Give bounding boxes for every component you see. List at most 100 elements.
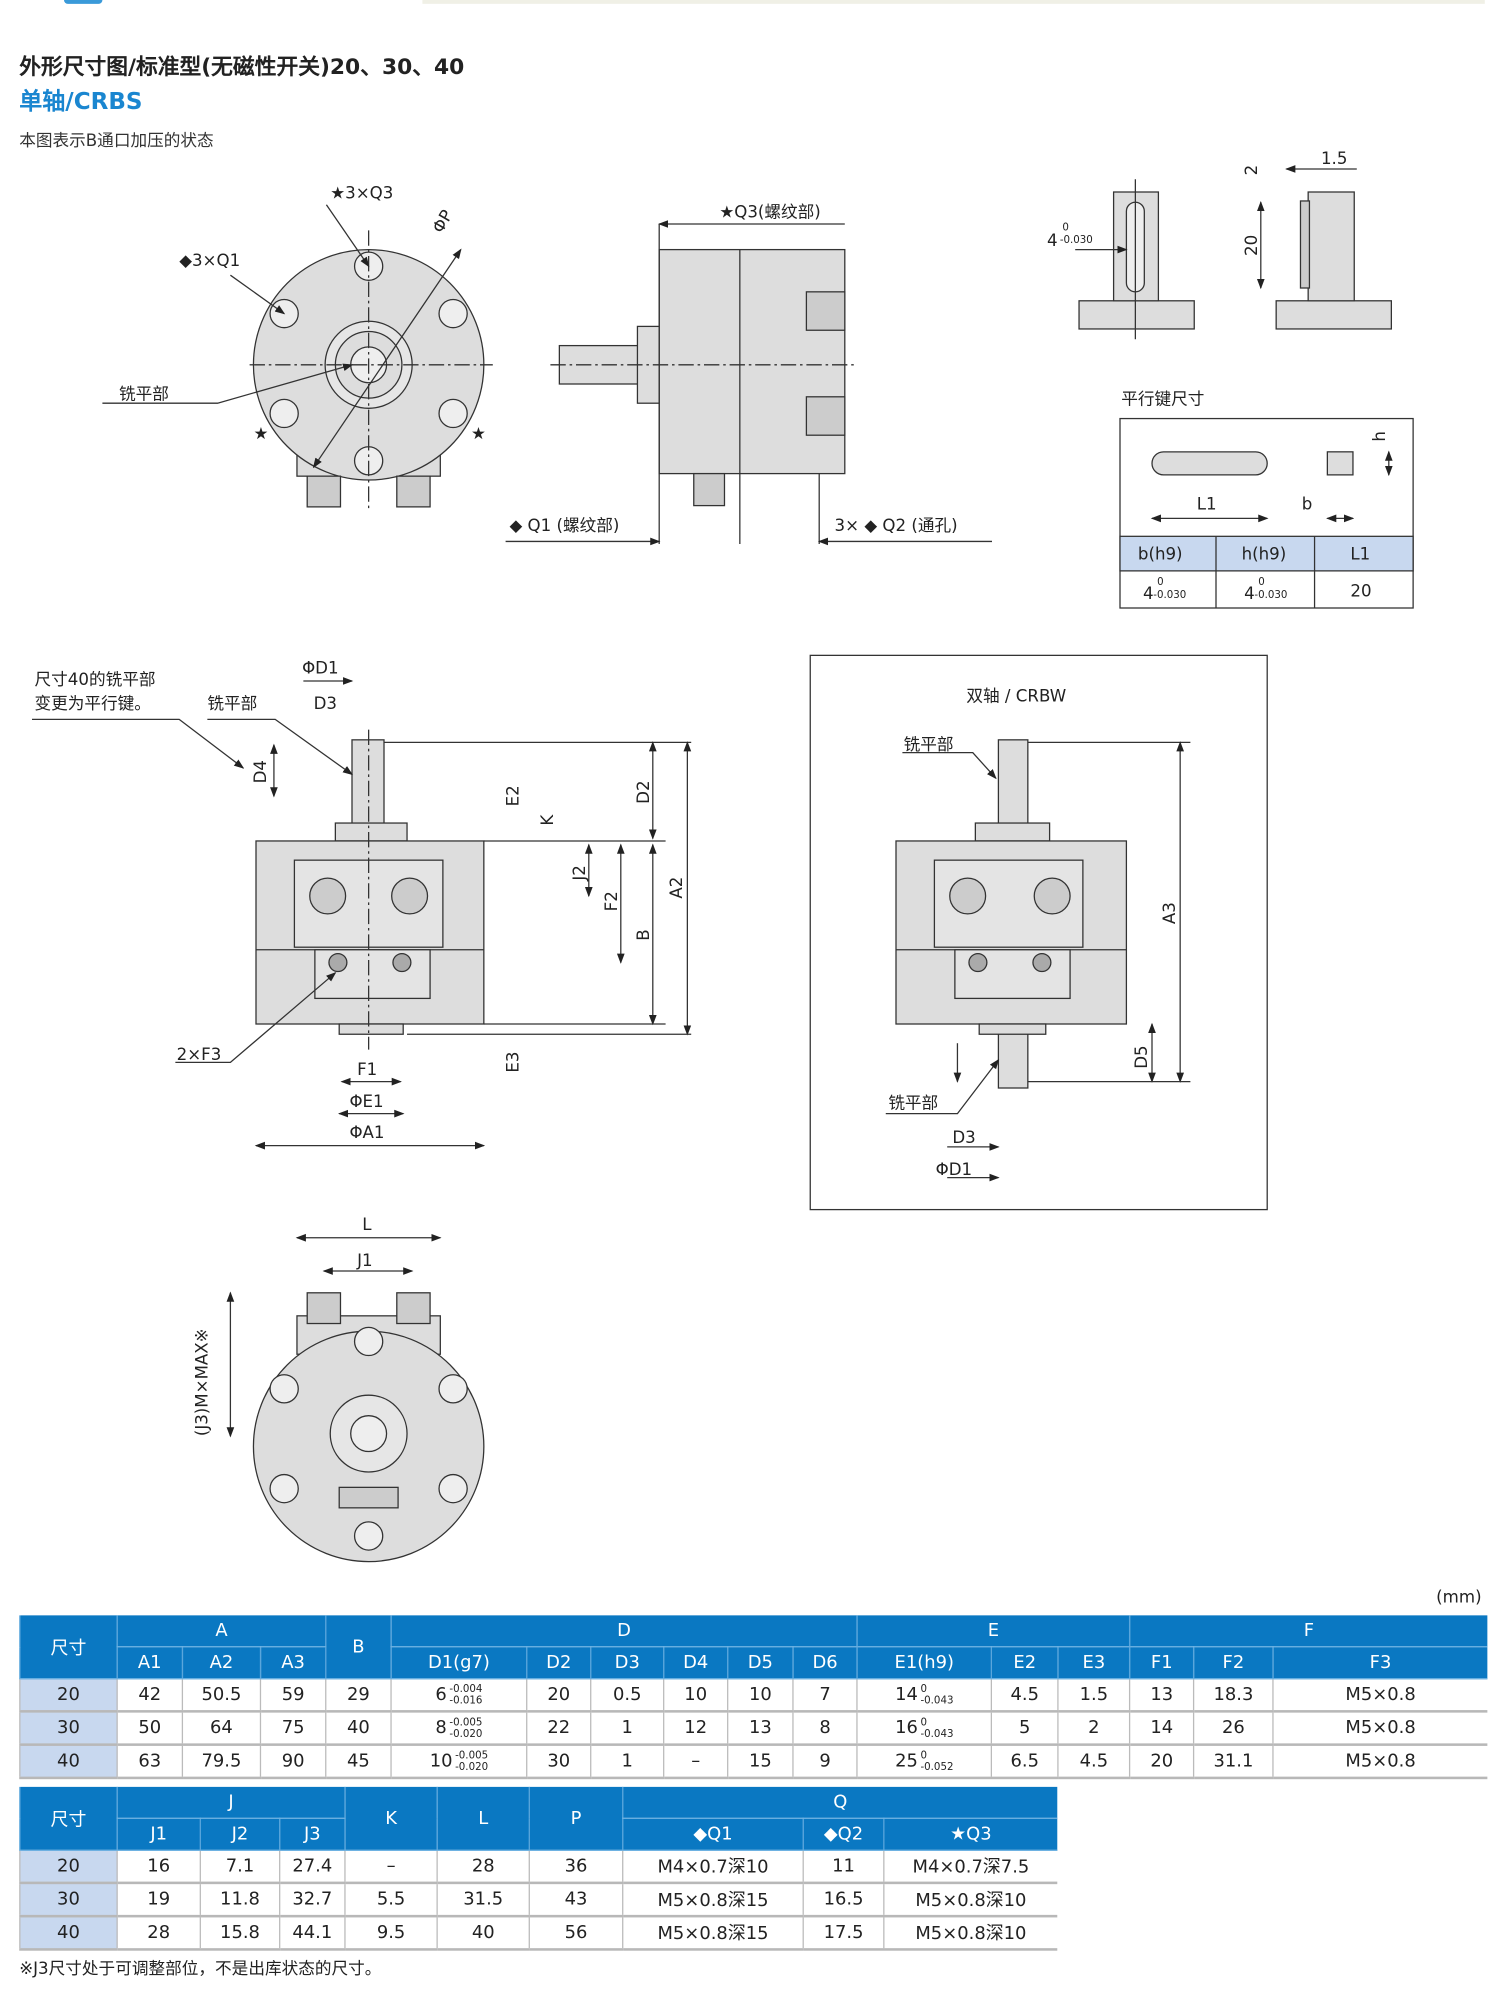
cell-q2: 16.5: [802, 1882, 884, 1918]
cell-q3: M5×0.8深10: [883, 1882, 1058, 1918]
cell-d6: 7: [792, 1678, 858, 1713]
label-p: ΦP: [429, 207, 457, 237]
cell-d4: –: [663, 1744, 728, 1780]
tolerance-lower: -0.020: [455, 1761, 489, 1773]
cell-d3: 1: [590, 1711, 664, 1746]
subheader-e2: E2: [990, 1646, 1059, 1680]
cell-e2: 6.5: [990, 1744, 1059, 1780]
tolerance: -0.005-0.020: [449, 1716, 482, 1739]
cell-a3: 75: [259, 1711, 326, 1746]
cell-j2: 11.8: [199, 1882, 280, 1918]
cell-size: 40: [19, 1744, 118, 1780]
label-ds-d3: D3: [952, 1128, 975, 1147]
key-b-upper: 0: [1157, 576, 1164, 588]
subheader-a1: A1: [116, 1646, 183, 1680]
key-length-dim: 20: [1242, 235, 1261, 256]
subheader-◆q2: ◆Q2: [802, 1818, 884, 1851]
header-l: L: [436, 1786, 530, 1851]
cell-a3: 90: [259, 1744, 326, 1780]
label-side-q2: 3× ◆ Q2 (通孔): [835, 516, 958, 535]
tolerance-value: 10: [429, 1751, 453, 1772]
bottom-view: [226, 1233, 485, 1563]
cell-d2: 22: [526, 1711, 591, 1746]
key-header-l1: L1: [1350, 544, 1370, 563]
subheader-j3: J3: [279, 1818, 345, 1851]
subheader-j1: J1: [116, 1818, 201, 1851]
subheader-a3: A3: [259, 1646, 326, 1680]
page-subtitle: 单轴/CRBS: [19, 88, 143, 116]
tolerance-value: 16: [895, 1717, 918, 1739]
cell-size: 20: [19, 1850, 118, 1885]
tolerance-upper: 0: [920, 1749, 927, 1762]
cell-d1: 10-0.005-0.020: [390, 1744, 527, 1780]
footnote: ※J3尺寸处于可调整部位，不是出库状态的尺寸。: [19, 1959, 382, 1979]
subheader-d4: D4: [663, 1646, 728, 1680]
unit-label: (mm): [1436, 1588, 1482, 1608]
cell-d2: 20: [526, 1678, 591, 1713]
cell-b: 45: [325, 1744, 392, 1780]
key-l1-value: 20: [1350, 581, 1371, 600]
subheader-d5: D5: [727, 1646, 793, 1680]
tolerance-upper: -0.005: [449, 1716, 483, 1728]
tolerance-value: 14: [895, 1684, 918, 1705]
label-a1: ΦA1: [349, 1123, 384, 1142]
tolerance-upper: 0: [920, 1683, 927, 1695]
header-d: D: [390, 1615, 858, 1648]
tolerance-lower: -0.043: [920, 1694, 954, 1707]
cell-q2: 17.5: [802, 1916, 884, 1951]
key-b-lower: -0.030: [1153, 589, 1186, 601]
cell-e3: 4.5: [1057, 1744, 1130, 1780]
cell-a2: 79.5: [181, 1744, 261, 1780]
key-width-upper: 0: [1062, 221, 1069, 233]
header-p: P: [528, 1786, 623, 1851]
label-d3: D3: [314, 694, 337, 713]
label-f3: 2×F3: [177, 1045, 222, 1064]
label-j2: J2: [570, 865, 589, 881]
cell-j2: 7.1: [199, 1850, 280, 1885]
label-q1: ◆3×Q1: [179, 251, 240, 270]
label-star-right: ★: [471, 424, 486, 443]
tolerance-upper: -0.005: [455, 1749, 489, 1762]
tolerance: 0-0.052: [920, 1750, 953, 1773]
tolerance-value: 25: [895, 1751, 918, 1772]
double-shaft-view: [809, 654, 1268, 1211]
cell-size: 40: [19, 1916, 118, 1951]
cell-a1: 63: [116, 1744, 183, 1780]
cell-j1: 16: [116, 1850, 201, 1885]
cell-d2: 30: [526, 1744, 591, 1780]
cell-f3: M5×0.8: [1272, 1711, 1488, 1746]
cell-k: –: [344, 1850, 438, 1885]
header-e: E: [856, 1615, 1130, 1648]
cell-q1: M5×0.8深15: [622, 1882, 804, 1918]
cell-size: 20: [19, 1678, 118, 1713]
cell-d4: 10: [663, 1678, 728, 1713]
label-side-q1: ◆ Q1 (螺纹部): [509, 516, 619, 535]
cell-a1: 50: [116, 1711, 183, 1746]
note-size40-2: 变更为平行键。: [35, 694, 151, 713]
front-view: [102, 204, 493, 512]
subheader-d6: D6: [792, 1646, 858, 1680]
cell-d5: 15: [727, 1744, 793, 1780]
cell-e3: 2: [1057, 1711, 1130, 1746]
cell-q3: M5×0.8深10: [883, 1916, 1058, 1951]
cell-j1: 28: [116, 1916, 201, 1951]
cell-e2: 4.5: [990, 1678, 1059, 1713]
cell-f3: M5×0.8: [1272, 1744, 1488, 1780]
cell-a1: 42: [116, 1678, 183, 1713]
cell-p: 43: [528, 1882, 623, 1918]
label-a3: A3: [1160, 902, 1179, 924]
key-size-box: [1119, 417, 1414, 609]
cell-p: 36: [528, 1850, 623, 1885]
label-a2: A2: [667, 877, 686, 899]
subheader-d2: D2: [526, 1646, 591, 1680]
cell-k: 5.5: [344, 1882, 438, 1918]
key-offset-dim: 1.5: [1321, 149, 1347, 168]
header-a: A: [116, 1615, 326, 1648]
cell-f1: 20: [1129, 1744, 1194, 1780]
cell-d4: 12: [663, 1711, 728, 1746]
cell-j3: 44.1: [279, 1916, 345, 1951]
